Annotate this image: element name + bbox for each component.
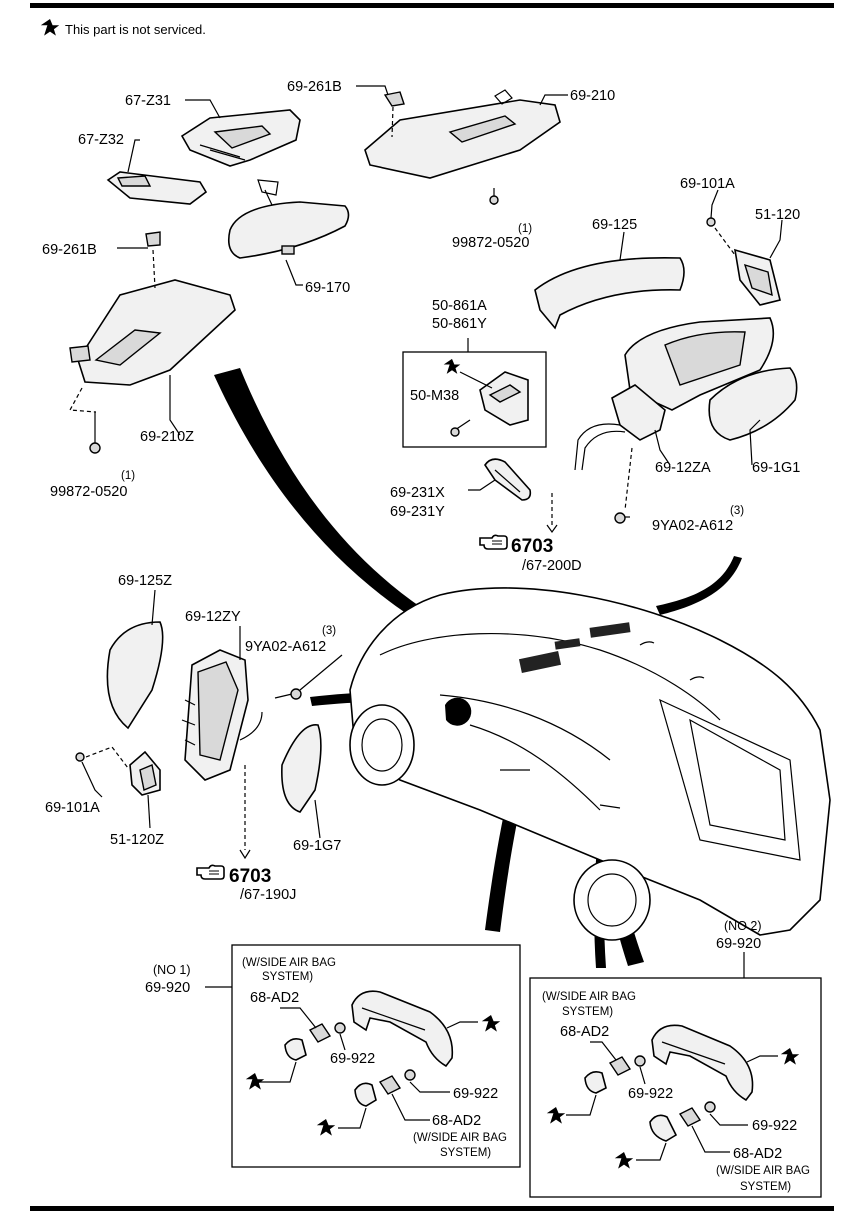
- turn-lamp-51-120z: [75, 746, 161, 796]
- no2-ad2-top: 68-AD2: [560, 1024, 609, 1040]
- no2-label: (NO 2): [724, 919, 762, 933]
- star-icon: [316, 1119, 336, 1136]
- callout-qty-1-left: (1): [121, 470, 135, 482]
- callout-69-101a-left: 69-101A: [45, 800, 100, 816]
- star-icon: [40, 19, 60, 36]
- callout-69-1g1: 69-1G1: [752, 460, 800, 476]
- callout-67-190j: /67-190J: [240, 887, 296, 903]
- callout-qty-3-left: (3): [322, 625, 336, 637]
- pointing-hand-icon: [479, 534, 508, 550]
- no2-ad2-bottom: 68-AD2: [733, 1146, 782, 1162]
- callout-99872-0520-top: 99872-0520: [452, 235, 529, 251]
- no1-note-top-1: (W/SIDE AIR BAG: [242, 957, 336, 969]
- pointing-hand-icon: [196, 864, 225, 880]
- mirror-cover-69-125: [534, 256, 685, 330]
- no2-note-top-2: SYSTEM): [562, 1006, 613, 1018]
- sun-visor-69-210: [364, 89, 561, 205]
- car-illustration: [349, 587, 831, 941]
- mirror-glass-69-1g7: [281, 724, 322, 813]
- callout-ref-6703-right: 6703: [511, 536, 553, 557]
- mirror-cover-69-125z: [106, 621, 164, 730]
- callout-69-170: 69-170: [305, 280, 350, 296]
- top-rule: [30, 3, 834, 8]
- callout-50-m38: 50-M38: [410, 388, 459, 404]
- callout-69-210z: 69-210Z: [140, 429, 194, 445]
- star-icon: [245, 1073, 265, 1090]
- no1-ad2-bottom: 68-AD2: [432, 1113, 481, 1129]
- legend-note: This part is not serviced.: [65, 22, 206, 37]
- callout-9ya02-a612-right: 9YA02-A612: [652, 518, 733, 534]
- bottom-rule: [30, 1206, 834, 1211]
- callout-51-120z: 51-120Z: [110, 832, 164, 848]
- callout-50-861a: 50-861A: [432, 298, 487, 314]
- rear-view-mirror-69-170: [227, 179, 350, 259]
- no1-note-bottom-2: SYSTEM): [440, 1147, 491, 1159]
- callout-qty-1-top: (1): [518, 223, 532, 235]
- no2-922-bottom: 69-922: [752, 1118, 797, 1134]
- turn-lamp-51-120: [706, 217, 781, 306]
- callout-69-210: 69-210: [570, 88, 615, 104]
- callout-69-231x: 69-231X: [390, 485, 445, 501]
- no1-note-top-2: SYSTEM): [262, 971, 313, 983]
- callout-69-261b-top: 69-261B: [287, 79, 342, 95]
- star-icon: [546, 1107, 566, 1124]
- callout-69-261b-left: 69-261B: [42, 242, 97, 258]
- no2-922-top: 69-922: [628, 1086, 673, 1102]
- callout-69-231y: 69-231Y: [390, 504, 445, 520]
- callout-51-120: 51-120: [755, 207, 800, 223]
- leader-lines: [81, 85, 783, 839]
- mirror-housing-69-12za: [574, 317, 775, 471]
- no1-label: (NO 1): [153, 963, 191, 977]
- callout-99872-0520-left: 99872-0520: [50, 484, 127, 500]
- star-icon: [614, 1152, 634, 1169]
- star-icon: [780, 1048, 800, 1065]
- callout-67-200d: /67-200D: [522, 558, 582, 574]
- callout-69-12zy: 69-12ZY: [185, 609, 241, 625]
- seal-69-231: [484, 458, 532, 501]
- headliner-cover-67-z31: [180, 109, 301, 167]
- callout-69-1g7: 69-1G7: [293, 838, 341, 854]
- assist-grip-box-no2: (NO 2) 69-920 (W/SIDE AIR BAG SYSTEM) 68…: [529, 919, 822, 1198]
- callout-69-12za: 69-12ZA: [655, 460, 711, 476]
- mirror-housing-69-12zy: [181, 649, 263, 781]
- bolt-9ya02-a612-left: [239, 688, 302, 860]
- callout-69-125z: 69-125Z: [118, 573, 172, 589]
- star-icon: [481, 1015, 501, 1032]
- no2-note-bottom-2: SYSTEM): [740, 1181, 791, 1193]
- callout-labels: 67-Z31 67-Z32 69-261B 69-210 69-101A 51-…: [42, 79, 800, 903]
- callout-67-z31: 67-Z31: [125, 93, 171, 109]
- callout-69-101a-right: 69-101A: [680, 176, 735, 192]
- no2-note-top-1: (W/SIDE AIR BAG: [542, 991, 636, 1003]
- mirror-glass-69-1g1: [708, 367, 798, 441]
- mirror-switch-box: [402, 351, 547, 448]
- callout-69-125: 69-125: [592, 217, 637, 233]
- no1-ad2-top: 68-AD2: [250, 990, 299, 1006]
- cover-67-z32: [106, 171, 208, 205]
- no2-part: 69-920: [716, 936, 761, 952]
- no1-note-bottom-1: (W/SIDE AIR BAG: [413, 1132, 507, 1144]
- callout-qty-3-right: (3): [730, 505, 744, 517]
- assist-grip-box-no1: (NO 1) 69-920 (W/SIDE AIR BAG SYSTEM) 68…: [145, 944, 521, 1168]
- callout-67-z32: 67-Z32: [78, 132, 124, 148]
- no1-922-bottom: 69-922: [453, 1086, 498, 1102]
- callout-ref-6703-left: 6703: [229, 866, 271, 887]
- bolt-9ya02-a612-right: [546, 447, 633, 534]
- no1-part: 69-920: [145, 980, 190, 996]
- sun-visor-69-210z: [69, 231, 236, 454]
- callout-50-861y: 50-861Y: [432, 316, 487, 332]
- no2-note-bottom-1: (W/SIDE AIR BAG: [716, 1165, 810, 1177]
- callout-9ya02-a612-left: 9YA02-A612: [245, 639, 326, 655]
- no1-922-top: 69-922: [330, 1051, 375, 1067]
